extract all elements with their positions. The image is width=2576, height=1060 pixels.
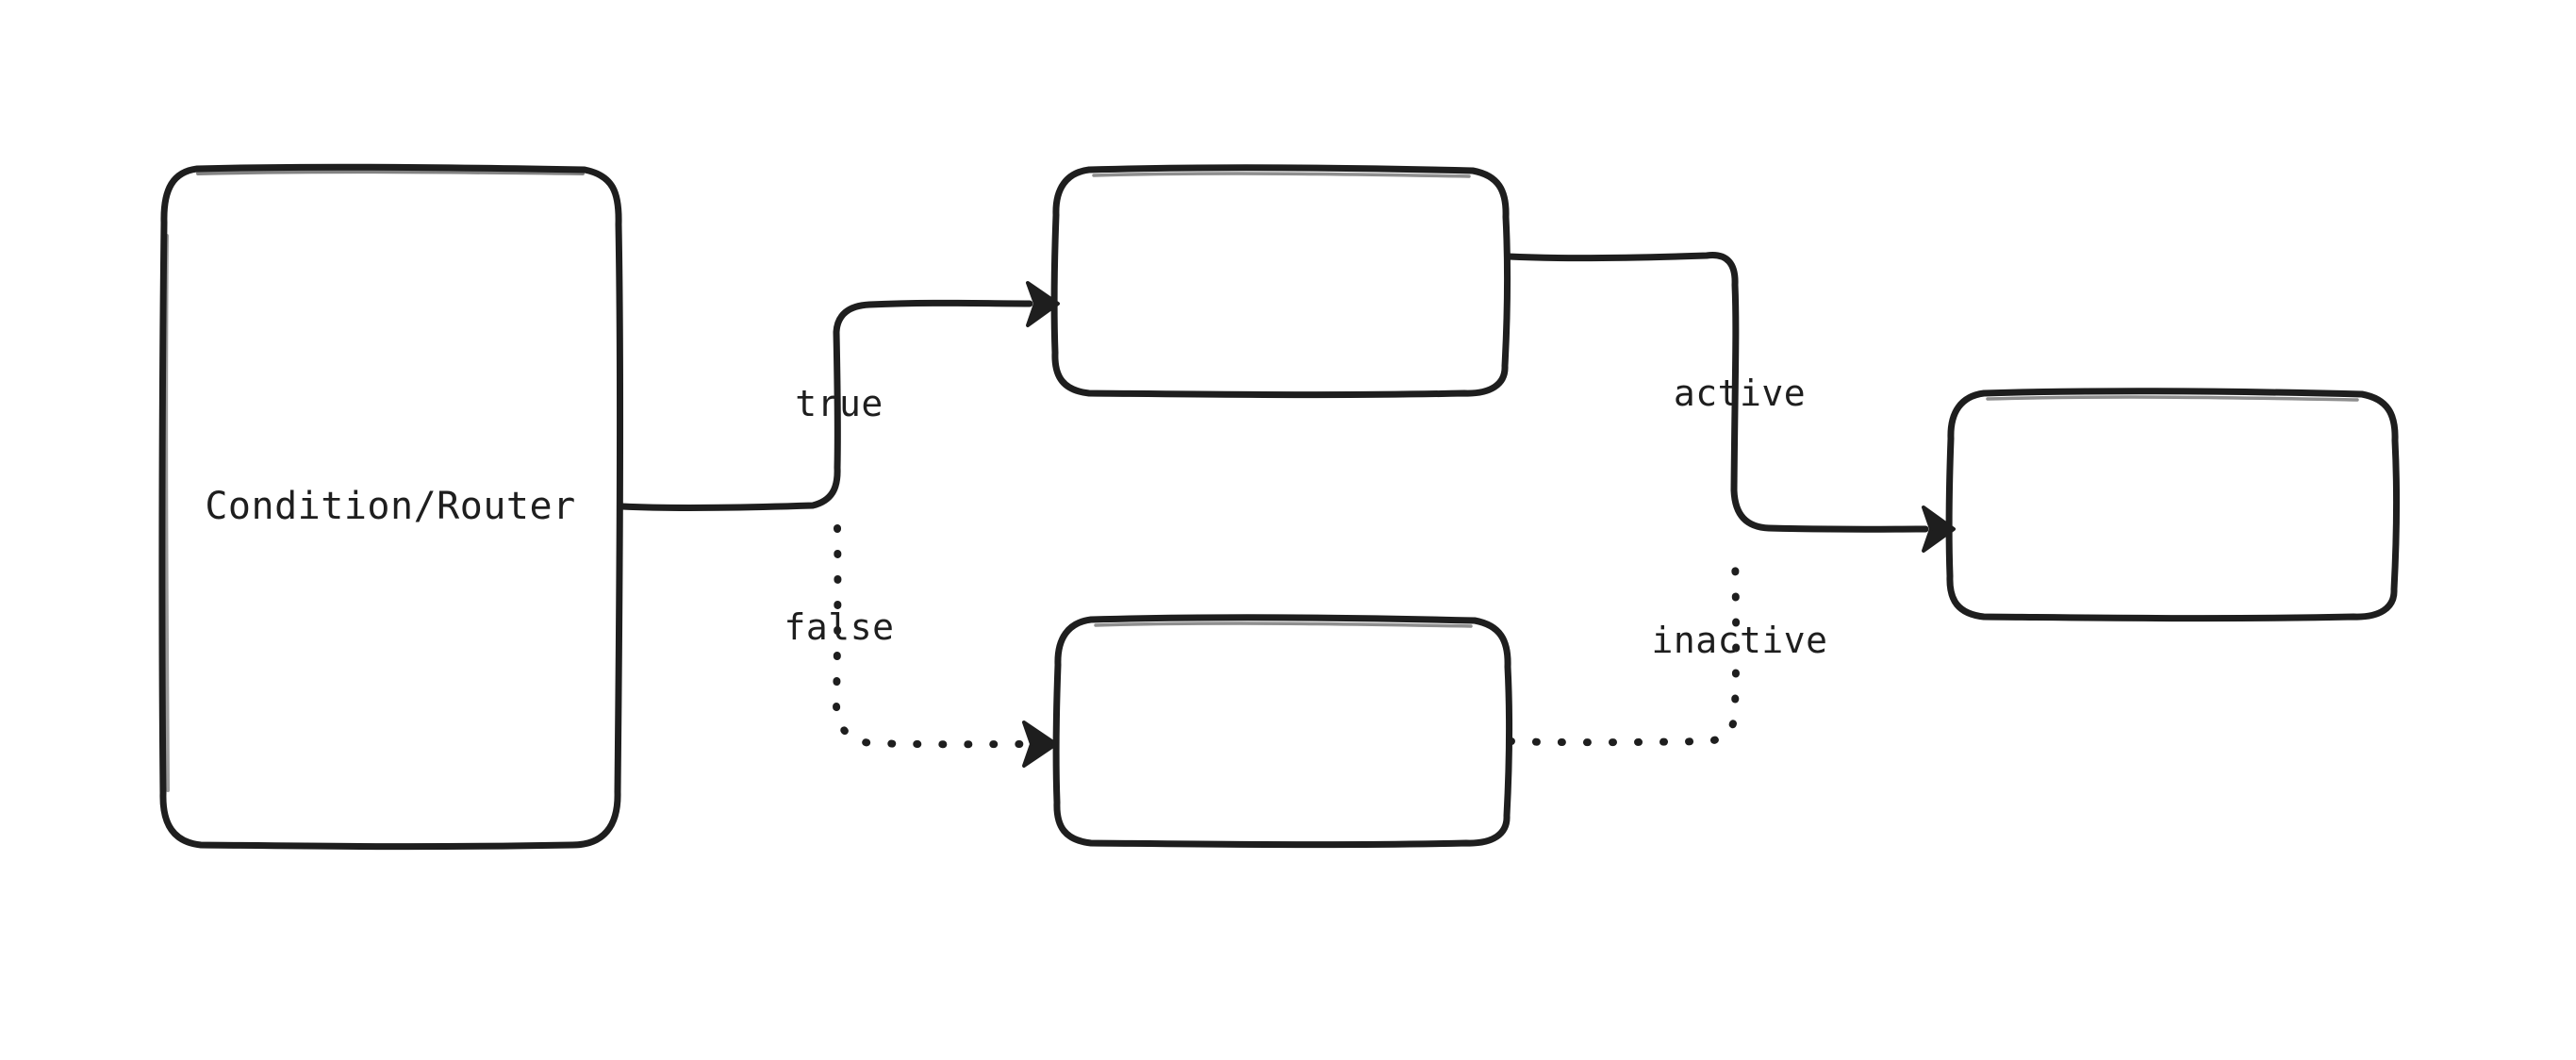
edge-active[interactable] <box>1505 252 1956 553</box>
edge-label-false: false <box>784 606 895 648</box>
edge-inactive[interactable] <box>1507 547 1741 747</box>
edge-label-active: active <box>1673 373 1807 414</box>
node-true-branch[interactable] <box>1050 164 1511 399</box>
edge-label-true: true <box>795 383 883 424</box>
node-label-condition-router: Condition/Router <box>205 485 576 528</box>
node-merge[interactable] <box>1945 388 2401 622</box>
node-false-branch[interactable] <box>1052 614 1513 849</box>
edge-false[interactable] <box>833 524 1058 768</box>
edge-true[interactable] <box>619 281 1060 512</box>
edge-label-inactive: inactive <box>1651 620 1828 661</box>
node-condition-router[interactable] <box>158 163 624 851</box>
